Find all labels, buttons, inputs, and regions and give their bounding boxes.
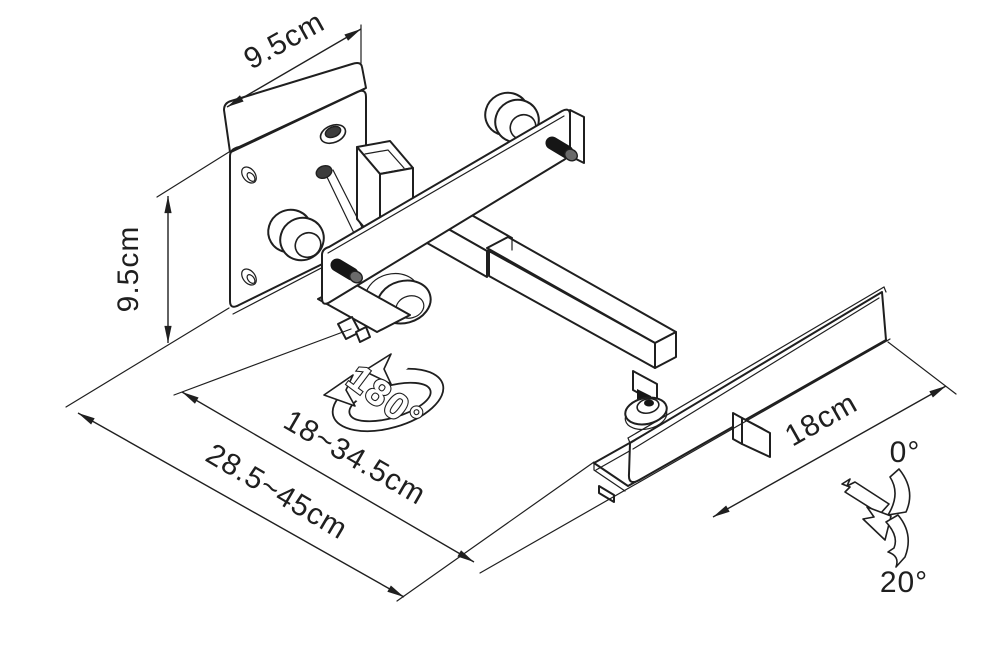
clamp-knob-left-hub [294,231,322,259]
jaw-foot-right [355,326,371,343]
pivot-bolt [315,164,333,180]
extension-line [887,341,957,395]
clamp-assembly [267,91,585,305]
yoke-channel-line [364,149,405,169]
shelf-foot [598,485,615,503]
rotation-arrowhead-left [323,374,356,407]
extension-line [156,151,230,198]
clip-block-front [741,417,771,458]
mounting-hole-bottom-inner [246,274,256,284]
arm-end-cap [654,331,677,369]
rotation-180-icon: 180° [323,352,445,441]
dimension-arrow-plate-width [226,28,362,108]
shelf-wall-inner-line [632,297,880,450]
dimension-arrow-shelf-length [712,385,947,518]
label-tilt-min: 0° [890,436,921,469]
tilt-ribbon [841,478,890,515]
tilt-range-icon: 0° 20° [841,436,928,599]
locking-pin-right [545,136,574,159]
tilt-blade-lower [885,514,910,568]
tilt-knob-assembly [624,370,668,431]
label-plate-height: 9.5cm [112,226,145,313]
screw-head-cross [324,125,342,139]
locking-pin-left [330,258,359,281]
locking-pin-right-cap [564,148,578,162]
label-tilt-max: 20° [880,566,928,599]
extension-line [173,328,352,396]
locking-pin-left-cap [349,270,363,284]
extension-line [396,461,595,602]
clamp-plate-front-edge [327,115,565,254]
rotation-ring-gap [336,352,408,406]
dimension-arrow-total-extension [77,412,405,598]
mounting-hole-bottom [241,268,257,286]
shelf-base-thickness [593,462,626,492]
tilt-arrowhead [862,506,892,541]
rotation-arrowhead-top [363,353,392,385]
tilt-blade-upper [887,468,911,516]
mounting-hole-top-inner [246,172,256,182]
label-shelf-length: 18cm [780,386,864,453]
mounting-hole-top [241,166,257,184]
extension-line [65,307,230,408]
extension-line [479,338,891,574]
shelf-wall-top-edge [627,286,887,444]
shelf-back-wall [627,291,887,484]
tilt-knob-center [644,399,654,407]
label-plate-width: 9.5cm [238,5,330,76]
clamp-plate-front [321,108,571,305]
